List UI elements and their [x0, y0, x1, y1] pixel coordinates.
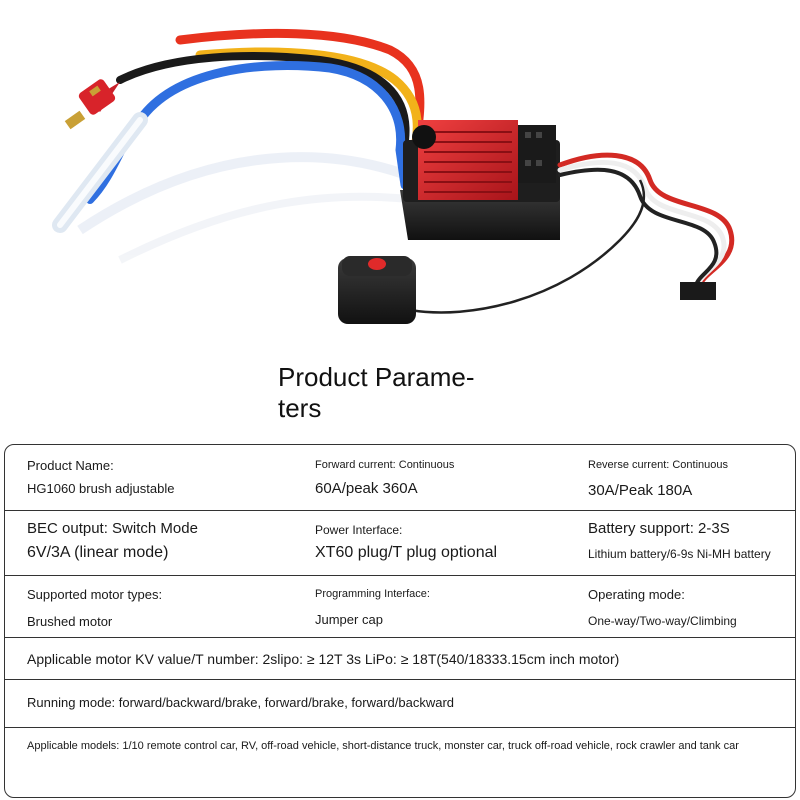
battery-support-value: Lithium battery/6-9s Ni-MH battery — [588, 547, 771, 561]
product-name-value: HG1060 brush adjustable — [27, 481, 175, 496]
programming-interface-label: Programming Interface: — [315, 588, 430, 600]
operating-mode-label: Operating mode: — [588, 587, 685, 602]
applicable-models-text: Applicable models: 1/10 remote control c… — [27, 740, 739, 752]
red-wire — [175, 28, 425, 155]
specs-row-1: Product Name: HG1060 brush adjustable Fo… — [5, 445, 795, 511]
motor-types-value: Brushed motor — [27, 614, 113, 629]
switch-button — [368, 258, 386, 270]
esc-body — [400, 120, 560, 240]
page-title-line-1: Product Parame- — [278, 362, 475, 392]
page-title: Product Parame- ters — [278, 362, 538, 424]
clear-tube — [52, 112, 148, 233]
product-name-label: Product Name: — [27, 458, 114, 473]
motor-types-label: Supported motor types: — [27, 587, 163, 602]
specs-table: Product Name: HG1060 brush adjustable Fo… — [4, 444, 796, 798]
programming-interface-value: Jumper cap — [315, 612, 383, 627]
power-interface-label: Power Interface: — [315, 523, 403, 537]
specs-row-2: BEC output: Switch Mode 6V/3A (linear mo… — [5, 511, 795, 576]
receiver-lead — [557, 152, 735, 288]
wire-reflection — [77, 152, 422, 264]
reverse-current-value: 30A/Peak 180A — [588, 482, 693, 499]
capacitor — [412, 125, 436, 149]
battery-support-label: Battery support: 2-3S — [588, 520, 730, 537]
page-title-line-2: ters — [278, 393, 322, 423]
operating-mode-value: One-way/Two-way/Climbing — [588, 614, 737, 628]
bec-output-label: BEC output: Switch Mode — [27, 520, 198, 537]
running-mode-text: Running mode: forward/backward/brake, fo… — [27, 695, 455, 710]
specs-row-running-mode: Running mode: forward/backward/brake, fo… — [5, 680, 795, 728]
black-wire — [116, 52, 410, 144]
forward-current-label: Forward current: Continuous — [315, 459, 455, 471]
specs-row-3: Supported motor types: Brushed motor Pro… — [5, 576, 795, 638]
specs-row-kv: Applicable motor KV value/T number: 2sli… — [5, 638, 795, 680]
power-switch — [338, 256, 416, 324]
reverse-current-label: Reverse current: Continuous — [588, 459, 729, 471]
motor-kv-text: Applicable motor KV value/T number: 2sli… — [27, 651, 620, 667]
power-interface-value: XT60 plug/T plug optional — [315, 544, 498, 561]
blue-wire — [135, 61, 410, 190]
receiver-plug — [680, 282, 716, 300]
specs-row-applicable-models: Applicable models: 1/10 remote control c… — [5, 728, 795, 797]
switch-wire — [409, 179, 646, 314]
bec-output-value: 6V/3A (linear mode) — [27, 544, 169, 561]
product-image — [52, 28, 735, 324]
t-plug-connector — [64, 79, 120, 130]
forward-current-value: 60A/peak 360A — [315, 480, 418, 497]
